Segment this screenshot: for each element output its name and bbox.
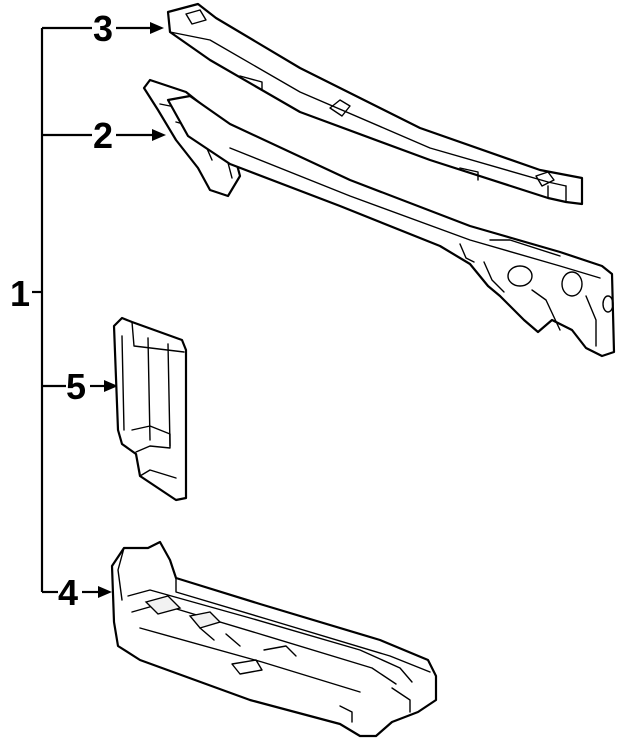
callout-1: 1 [10,273,30,314]
cowl-panel-part [166,2,584,206]
leader-2 [42,129,166,141]
callout-2: 2 [93,115,113,156]
leader-4 [42,586,112,598]
leader-3 [42,22,164,34]
callout-3: 3 [93,8,113,49]
assembly-bracket [32,28,44,592]
lower-tie-bar-part [110,540,438,738]
callout-4: 4 [58,572,78,613]
callout-5: 5 [66,366,86,407]
side-support-part [112,316,188,502]
upper-tie-bar-part [142,78,616,358]
leader-5 [42,380,118,392]
